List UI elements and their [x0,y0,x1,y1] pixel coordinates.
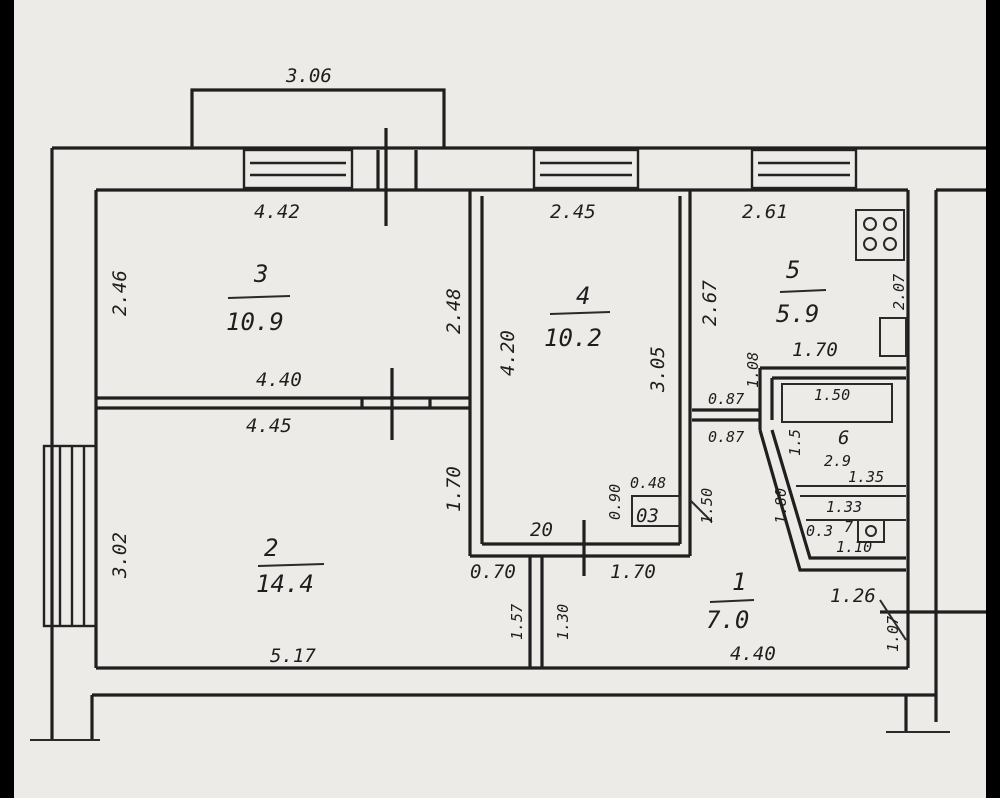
room-4-small: 0.48 [630,474,666,492]
door-3-2 [360,368,432,440]
hall-070: 0.70 [470,561,516,583]
room-4-bottom: 20 [530,519,553,541]
room-5-left: 2.67 [699,280,721,326]
room-2-number: 2 [264,534,278,562]
room-2-underline [257,563,325,567]
room-4-left: 4.20 [497,330,519,376]
room-3-right: 2.48 [443,288,465,334]
room-4-top: 2.45 [550,201,596,223]
bath-087b: 0.87 [708,428,744,446]
bath-180: 1.80 [772,488,790,524]
outer-wall-bottom-ends [90,695,908,740]
hall-underline [709,599,755,603]
hall-126: 1.26 [830,585,876,607]
bath-29: 2.9 [824,452,851,470]
room-4-walls [468,190,690,558]
burner-4 [883,237,897,251]
balcony-outline [190,88,446,148]
kitchen-sink [879,317,907,357]
room-5-right: 2.07 [890,274,908,310]
room-5-top: 2.61 [742,201,788,223]
closet-4-door [689,499,713,523]
sink [857,519,885,543]
hall-107: 1.07 [884,616,902,652]
burner-2 [883,217,897,231]
room-4-right: 3.05 [647,346,669,393]
room-5-area: 5.9 [776,300,819,328]
room-2-bottom: 5.17 [270,645,316,667]
bath-150: 1.50 [814,386,850,404]
stove [855,209,905,261]
burner-3 [863,237,877,251]
room-4-underline [549,311,611,315]
room-3-bottom: 4.40 [256,369,302,391]
neighbor-wall [934,188,986,722]
room-5-underline [779,289,827,293]
left-window [42,444,98,628]
hall-157: 1.57 [508,604,526,640]
bath-walls [758,366,906,430]
room-2-top: 4.45 [246,415,292,437]
hall-area: 7.0 [706,606,749,634]
top-window-1 [242,148,354,190]
room-4-number: 4 [576,282,590,310]
break-lines [30,731,950,741]
sink-drain [865,525,877,537]
room-3-area: 10.9 [226,308,284,336]
room-4-area: 10.2 [544,324,602,352]
room-4-right-wall [678,190,692,556]
closet-4 [631,495,681,527]
room-2-area: 14.4 [256,570,314,598]
hall-divider [528,556,544,668]
bath-135: 1.35 [848,468,884,486]
room-3-underline [227,295,291,299]
bath-number: 6 [838,427,849,449]
hall-130: 1.30 [554,604,572,640]
top-window-2 [532,148,640,190]
room-4-side: 1.50 [698,488,716,524]
room-2-left: 3.02 [109,532,131,579]
room-4-small2: 0.90 [606,484,624,520]
bath-110: 1.10 [836,538,872,556]
left-window-panes [58,446,86,626]
bath-diagonal-wall [758,429,906,572]
bathtub [781,383,893,423]
closet-4-label: 03 [636,505,659,527]
bath-15: 1.5 [786,429,804,456]
top-window-3 [750,148,858,190]
room-3-top: 4.42 [254,201,300,223]
balcony-door [376,128,418,226]
partition-3-2 [96,396,470,410]
bath-03: 0.3 [806,522,833,540]
room-3-number: 3 [253,260,268,288]
bath-lines [796,485,906,521]
room-5-bottom: 1.70 [792,339,838,361]
entrance-door [879,599,907,641]
bath-7: 7 [844,518,853,536]
room-3-left: 2.46 [109,270,131,316]
burner-1 [863,217,877,231]
dim-top-width: 3.06 [285,65,332,87]
hall-number: 1 [732,568,746,596]
room-5-number: 5 [786,256,800,284]
bath-087a: 0.87 [708,390,744,408]
hall-bottom: 4.40 [730,643,776,665]
kitchen-lower-wall [692,408,760,422]
bath-133: 1.33 [826,498,862,516]
room-2-right: 1.70 [443,466,465,512]
hall-170: 1.70 [610,561,656,583]
room-5-small: 1.08 [744,352,762,388]
